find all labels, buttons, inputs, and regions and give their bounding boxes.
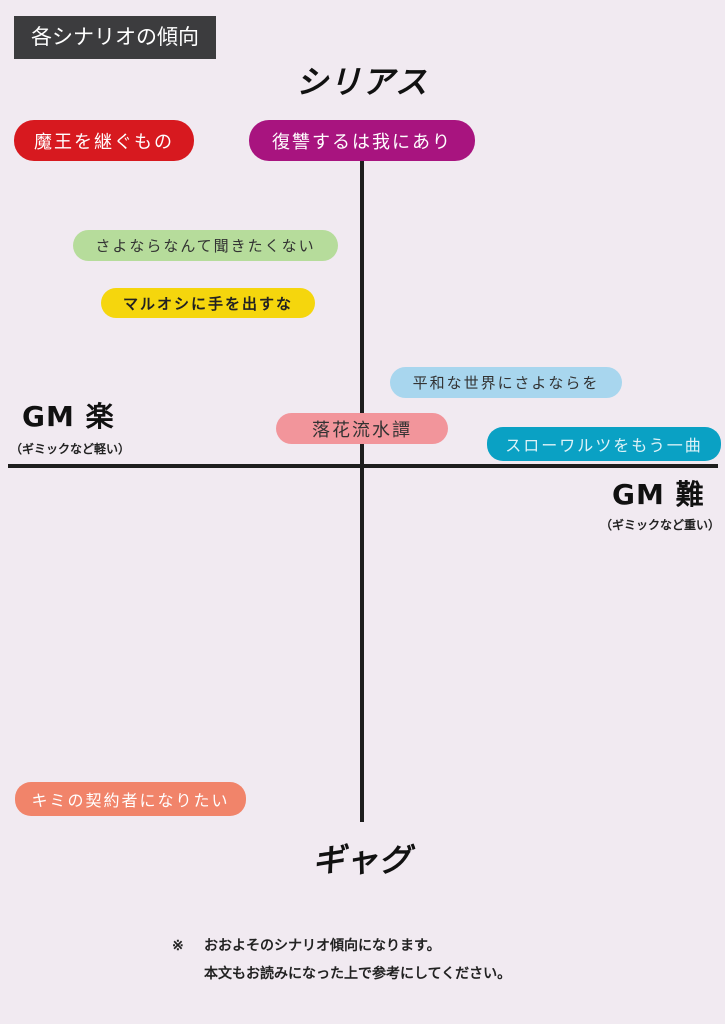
- note-line-1: おおよそのシナリオ傾向になります。: [204, 938, 441, 954]
- note-mark: ※: [172, 938, 184, 954]
- axis-label-bottom: ギャグ: [312, 841, 412, 879]
- scenario-pill: 魔王を継ぐもの: [14, 120, 194, 161]
- note-line-2: 本文もお読みになった上で参考にしてください。: [204, 966, 512, 982]
- axis-label-top: シリアス: [295, 63, 428, 101]
- axis-sublabel-left: （ギミックなど軽い）: [10, 442, 131, 456]
- scenario-pill: さよならなんて聞きたくない: [73, 230, 338, 261]
- footnote: ※ おおよそのシナリオ傾向になります。 本文もお読みになった上で参考にしてください…: [172, 932, 511, 988]
- page-title: 各シナリオの傾向: [14, 16, 216, 59]
- horizontal-axis: [8, 464, 718, 468]
- vertical-axis: [360, 140, 364, 822]
- scenario-pill: 復讐するは我にあり: [249, 120, 475, 161]
- scenario-pill: 落花流水譚: [276, 413, 448, 444]
- scenario-pill: マルオシに手を出すな: [101, 288, 315, 318]
- scenario-pill: 平和な世界にさよならを: [390, 367, 622, 398]
- axis-sublabel-right: （ギミックなど重い）: [600, 518, 721, 532]
- scenario-pill: キミの契約者になりたい: [15, 782, 246, 816]
- axis-label-left: GM 楽: [22, 400, 115, 433]
- scenario-pill: スローワルツをもう一曲: [487, 427, 721, 461]
- axis-label-right: GM 難: [612, 478, 705, 511]
